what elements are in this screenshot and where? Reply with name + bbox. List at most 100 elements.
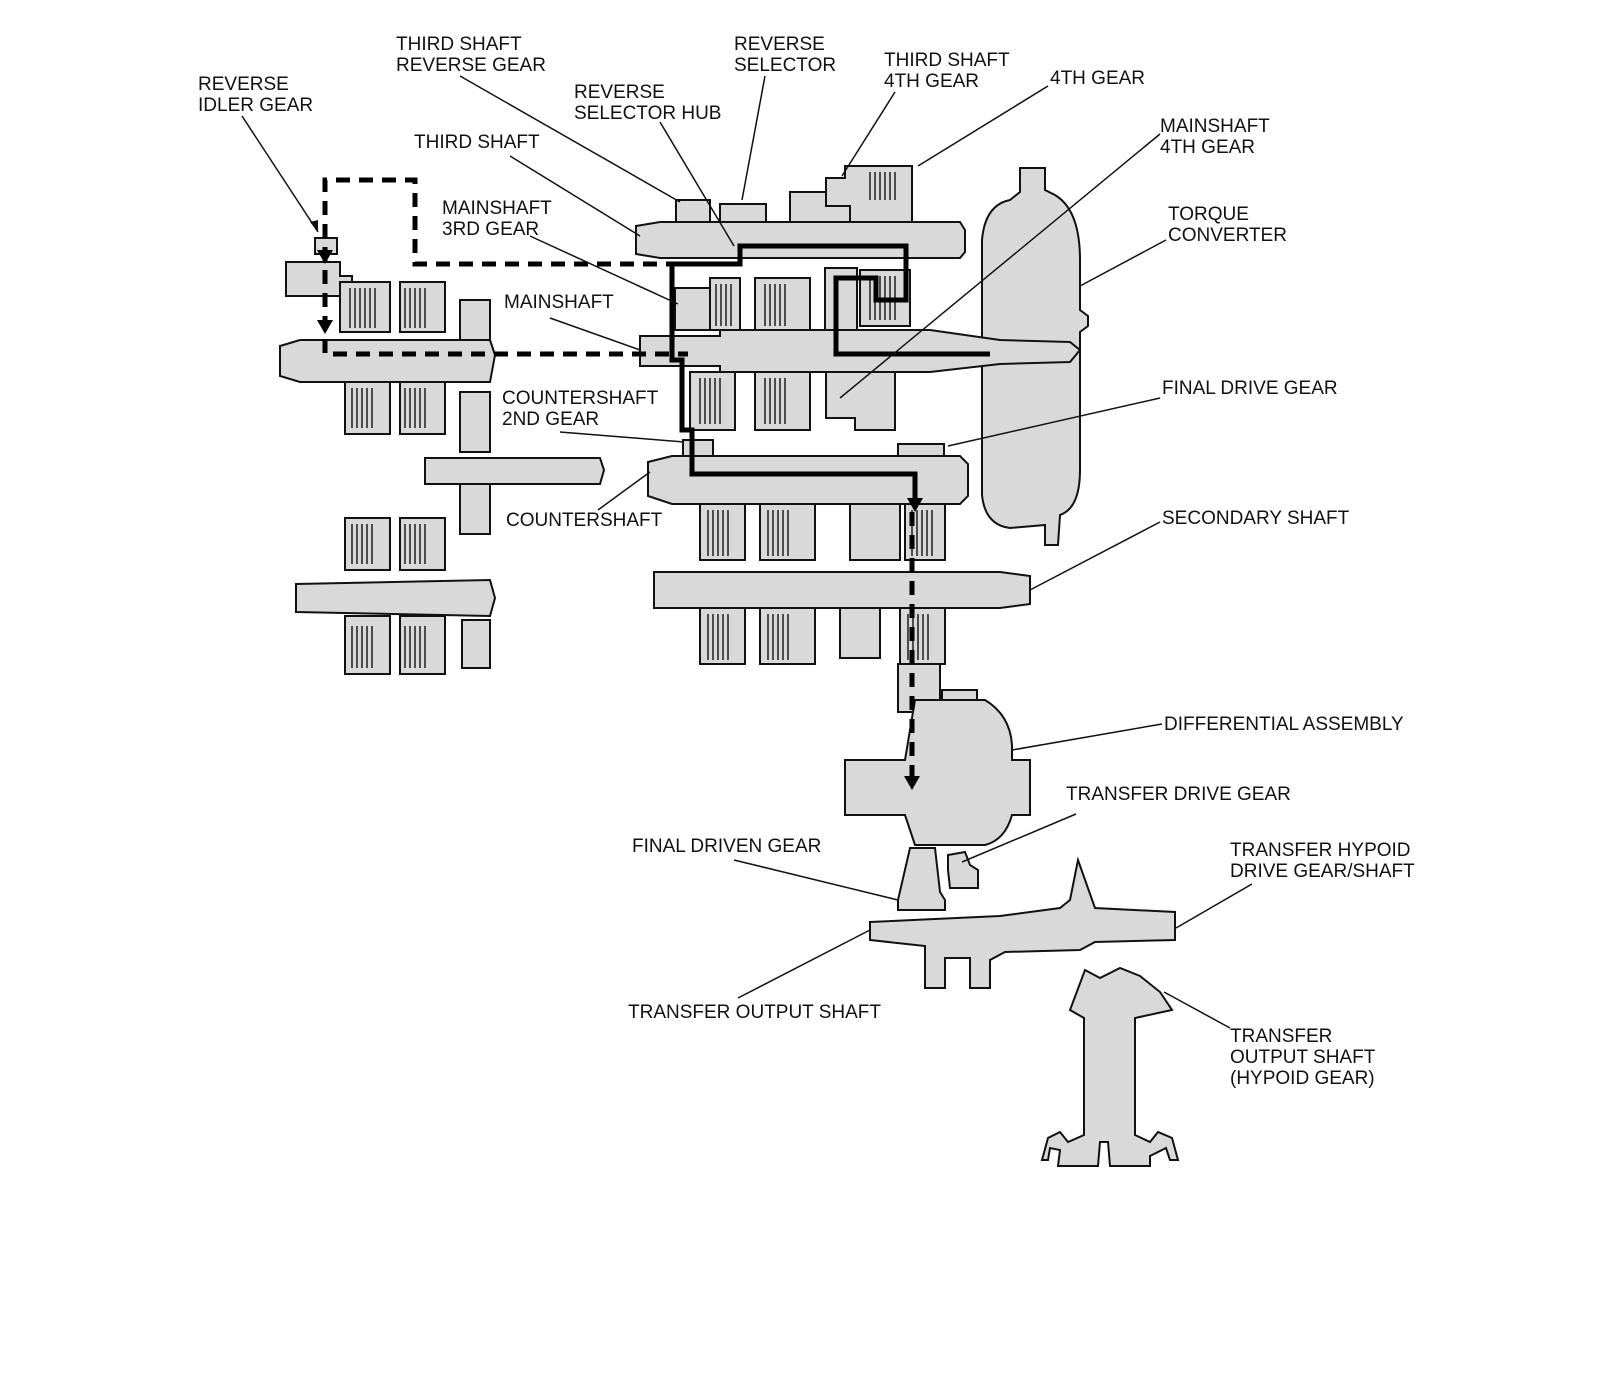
leader-mainshaft-4th-gear	[839, 133, 1161, 399]
label-line: OUTPUT SHAFT	[1230, 1047, 1376, 1068]
label-line: MAINSHAFT	[504, 292, 614, 313]
label-line: THIRD SHAFT	[884, 50, 1010, 71]
label-line: FINAL DRIVEN GEAR	[632, 836, 821, 857]
label-line: TORQUE	[1168, 204, 1249, 225]
label-line: CONVERTER	[1168, 225, 1287, 246]
left-upper-gear	[459, 299, 491, 341]
left-upper-hub	[285, 261, 353, 297]
leader-transfer-drive-gear	[961, 813, 1077, 863]
leader-lines	[241, 75, 1253, 1029]
label-line: TRANSFER OUTPUT SHAFT	[628, 1002, 881, 1023]
left-bottom-shaft	[295, 578, 497, 618]
leader-mainshaft-3rd-gear	[529, 235, 679, 305]
label-mainshaft-4th-gear: MAINSHAFT 4TH GEAR	[1160, 116, 1275, 158]
power-flow-solid-path	[669, 243, 990, 502]
label-line: 4TH GEAR	[1160, 137, 1255, 158]
label-line: FINAL DRIVE GEAR	[1162, 378, 1338, 399]
label-line: MAINSHAFT	[442, 198, 552, 219]
label-line: 2ND GEAR	[502, 409, 599, 430]
label-line: COUNTERSHAFT	[502, 388, 659, 409]
label-reverse-idler-gear: REVERSE IDLER GEAR	[198, 74, 313, 116]
left-lower-gear	[459, 391, 491, 453]
label-differential-assembly: DIFFERENTIAL ASSEMBLY	[1164, 714, 1404, 735]
leader-transfer-output-shaft-hypoid-gear	[1163, 991, 1231, 1029]
mainshaft-upper-clutch-a	[709, 277, 741, 331]
labels: REVERSE IDLER GEAR THIRD SHAFT REVERSE G…	[198, 34, 1415, 1089]
third-shaft-reverse-gear	[675, 199, 711, 223]
label-line: 4TH GEAR	[1050, 68, 1145, 89]
differential-assembly	[844, 699, 1031, 846]
power-flow-dashed-path-third-shaft	[322, 177, 688, 357]
left-bottom-clutch-b	[399, 517, 446, 571]
power-flow-arrow-differential	[904, 776, 920, 790]
label-reverse-selector: REVERSE SELECTOR	[734, 34, 836, 76]
label-line: DRIVE GEAR/SHAFT	[1230, 861, 1415, 882]
final-driven-gear	[897, 847, 946, 911]
final-drive-gear	[897, 443, 945, 457]
label-countershaft: COUNTERSHAFT	[506, 510, 663, 531]
label-line: REVERSE GEAR	[396, 55, 546, 76]
transfer-output-shaft-hypoid-gear	[1040, 966, 1180, 1167]
left-middle-shaft	[424, 457, 606, 485]
leader-mainshaft	[549, 317, 641, 351]
label-line: TRANSFER HYPOID	[1230, 840, 1411, 861]
label-line: THIRD SHAFT	[396, 34, 522, 55]
leader-final-driven-gear	[733, 859, 899, 901]
countershaft-clutch-c	[849, 503, 901, 561]
mainshaft-lower-clutch-b	[754, 371, 811, 431]
label-line: TRANSFER	[1230, 1026, 1332, 1047]
label-countershaft-2nd-gear: COUNTERSHAFT 2ND GEAR	[502, 388, 663, 430]
leader-countershaft-2nd-gear	[559, 431, 685, 443]
label-third-shaft-4th-gear: THIRD SHAFT 4TH GEAR	[884, 50, 1015, 92]
leader-reverse-selector-hub	[659, 121, 735, 247]
secondary-shaft-clutch-c	[839, 607, 881, 659]
left-bottom-lower-clutch-b	[399, 615, 446, 675]
leader-third-shaft	[509, 155, 641, 237]
leader-third-shaft-4th-gear	[841, 91, 896, 177]
leader-reverse-idler-gear	[241, 115, 319, 233]
countershaft-body	[647, 455, 969, 505]
transfer-output-shaft-body	[869, 856, 1176, 989]
mainshaft-upper-clutch-b	[754, 277, 811, 331]
power-flow-arrow-left-shaft	[317, 320, 333, 334]
clutch-plates	[349, 172, 933, 668]
left-middle-gear	[459, 483, 491, 535]
power-flow-arrow-countershaft	[907, 498, 923, 512]
mainshaft-lower-clutch-a	[689, 371, 736, 431]
transfer-drive-gear	[947, 850, 979, 889]
mainshaft-4th-gear	[825, 371, 896, 431]
label-mainshaft-3rd-gear: MAINSHAFT 3RD GEAR	[442, 198, 557, 240]
label-transfer-output-shaft-hypoid-gear: TRANSFER OUTPUT SHAFT (HYPOID GEAR)	[1230, 1026, 1380, 1089]
label-line: 4TH GEAR	[884, 71, 979, 92]
label-final-drive-gear: FINAL DRIVE GEAR	[1162, 378, 1338, 399]
leader-countershaft	[597, 471, 651, 511]
label-line: REVERSE	[574, 82, 665, 103]
label-secondary-shaft: SECONDARY SHAFT	[1162, 508, 1350, 529]
label-line: IDLER GEAR	[198, 95, 313, 116]
label-line: (HYPOID GEAR)	[1230, 1068, 1375, 1089]
label-final-driven-gear: FINAL DRIVEN GEAR	[632, 836, 821, 857]
label-torque-converter: TORQUE CONVERTER	[1168, 204, 1287, 246]
left-main-shaft	[279, 339, 497, 383]
leader-final-drive-gear	[947, 397, 1161, 447]
label-third-shaft-reverse-gear: THIRD SHAFT REVERSE GEAR	[396, 34, 546, 76]
transmission-assembly	[279, 165, 1180, 1167]
leader-differential-assembly	[1011, 723, 1163, 751]
label-line: SELECTOR HUB	[574, 103, 721, 124]
secondary-shaft-body	[653, 571, 1031, 609]
leader-torque-converter	[1079, 239, 1167, 287]
label-line: REVERSE	[734, 34, 825, 55]
leader-transfer-output-shaft	[737, 929, 871, 999]
leader-transfer-hypoid-drive-gear-shaft	[1175, 883, 1253, 929]
reverse-selector	[719, 203, 767, 223]
leader-secondary-shaft	[1029, 521, 1161, 591]
label-reverse-selector-hub: REVERSE SELECTOR HUB	[574, 82, 721, 124]
label-line: MAINSHAFT	[1160, 116, 1270, 137]
label-line: SECONDARY SHAFT	[1162, 508, 1350, 529]
label-line: 3RD GEAR	[442, 219, 539, 240]
label-line: COUNTERSHAFT	[506, 510, 663, 531]
label-line: TRANSFER DRIVE GEAR	[1066, 784, 1291, 805]
power-flow-paths	[317, 177, 990, 790]
leader-arrowhead	[310, 220, 318, 232]
label-line: DIFFERENTIAL ASSEMBLY	[1164, 714, 1404, 735]
